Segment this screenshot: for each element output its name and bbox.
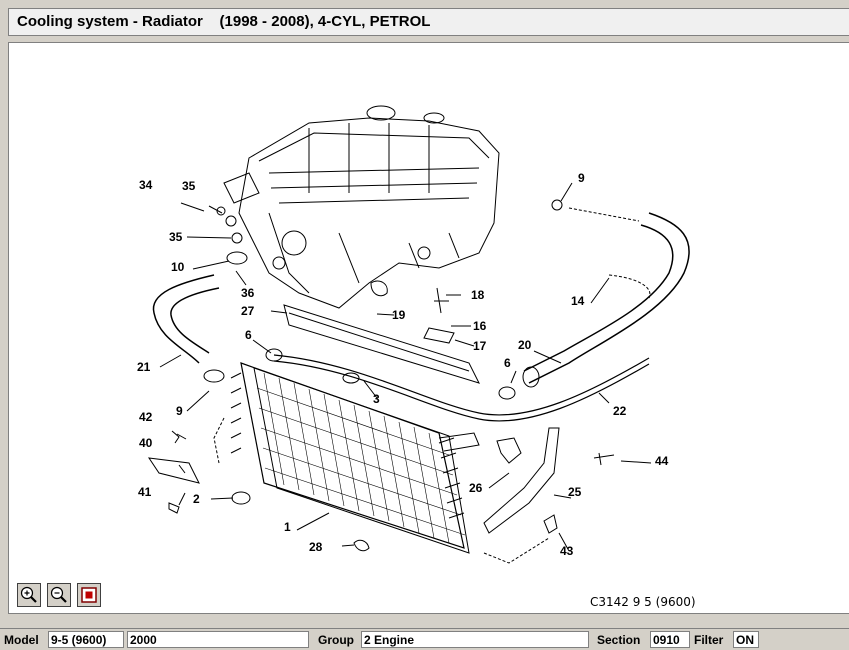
callout-label[interactable]: 28 xyxy=(309,540,323,554)
zoom-out-button[interactable] xyxy=(47,583,71,607)
callout-label[interactable]: 35 xyxy=(182,179,196,193)
callout-label[interactable]: 43 xyxy=(560,544,574,558)
status-bar: Model 9-5 (9600) 2000 Group 2 Engine Sec… xyxy=(0,628,849,650)
filter-label: Filter xyxy=(694,633,724,647)
callout-label[interactable]: 41 xyxy=(138,485,152,499)
callout-label[interactable]: 20 xyxy=(518,338,532,352)
callout-label[interactable]: 27 xyxy=(241,304,255,318)
callout-label[interactable]: 9 xyxy=(176,404,183,418)
callout-label[interactable]: 17 xyxy=(473,339,487,353)
callout-label[interactable]: 21 xyxy=(137,360,151,374)
callout-label[interactable]: 2 xyxy=(193,492,200,506)
zoom-in-button[interactable] xyxy=(17,583,41,607)
callout-label[interactable]: 36 xyxy=(241,286,255,300)
model-label: Model xyxy=(4,633,39,647)
diagram-reference: C3142 9 5 (9600) xyxy=(590,595,696,609)
fit-view-icon xyxy=(81,587,97,603)
callout-label[interactable]: 16 xyxy=(473,319,487,333)
callout-label[interactable]: 26 xyxy=(469,481,483,495)
section-label: Section xyxy=(597,633,641,647)
callout-label[interactable]: 14 xyxy=(571,294,585,308)
group-label: Group xyxy=(318,633,354,647)
callout-label[interactable]: 18 xyxy=(471,288,485,302)
callout-label[interactable]: 35 xyxy=(169,230,183,244)
callout-labels: 34 35 35 10 36 27 6 21 9 42 40 41 2 1 28… xyxy=(137,171,669,558)
callout-label[interactable]: 22 xyxy=(613,404,627,418)
window-title-bar: Cooling system - Radiator (1998 - 2008),… xyxy=(8,8,849,36)
fit-view-button[interactable] xyxy=(77,583,101,607)
group-field: 2 Engine xyxy=(361,631,589,648)
exploded-parts-diagram: 34 35 35 10 36 27 6 21 9 42 40 41 2 1 28… xyxy=(137,105,690,564)
callout-label[interactable]: 19 xyxy=(392,308,406,322)
zoom-out-icon xyxy=(50,586,67,603)
filter-field: ON xyxy=(733,631,759,648)
year-field: 2000 xyxy=(127,631,309,648)
callout-label[interactable]: 42 xyxy=(139,410,153,424)
callout-label[interactable]: 10 xyxy=(171,260,185,274)
callout-label[interactable]: 1 xyxy=(284,520,291,534)
callout-label[interactable]: 40 xyxy=(139,436,153,450)
callout-label[interactable]: 34 xyxy=(139,178,153,192)
callout-label[interactable]: 9 xyxy=(578,171,585,185)
model-field: 9-5 (9600) xyxy=(48,631,124,648)
zoom-in-icon xyxy=(20,586,37,603)
callout-label[interactable]: 3 xyxy=(373,392,380,406)
section-field: 0910 xyxy=(650,631,690,648)
callout-label[interactable]: 6 xyxy=(504,356,511,370)
callout-label[interactable]: 6 xyxy=(245,328,252,342)
callout-label[interactable]: 44 xyxy=(655,454,669,468)
parts-diagram-canvas[interactable]: 34 35 35 10 36 27 6 21 9 42 40 41 2 1 28… xyxy=(8,42,849,614)
page-title: Cooling system - Radiator (1998 - 2008),… xyxy=(17,13,431,30)
callout-label[interactable]: 25 xyxy=(568,485,582,499)
